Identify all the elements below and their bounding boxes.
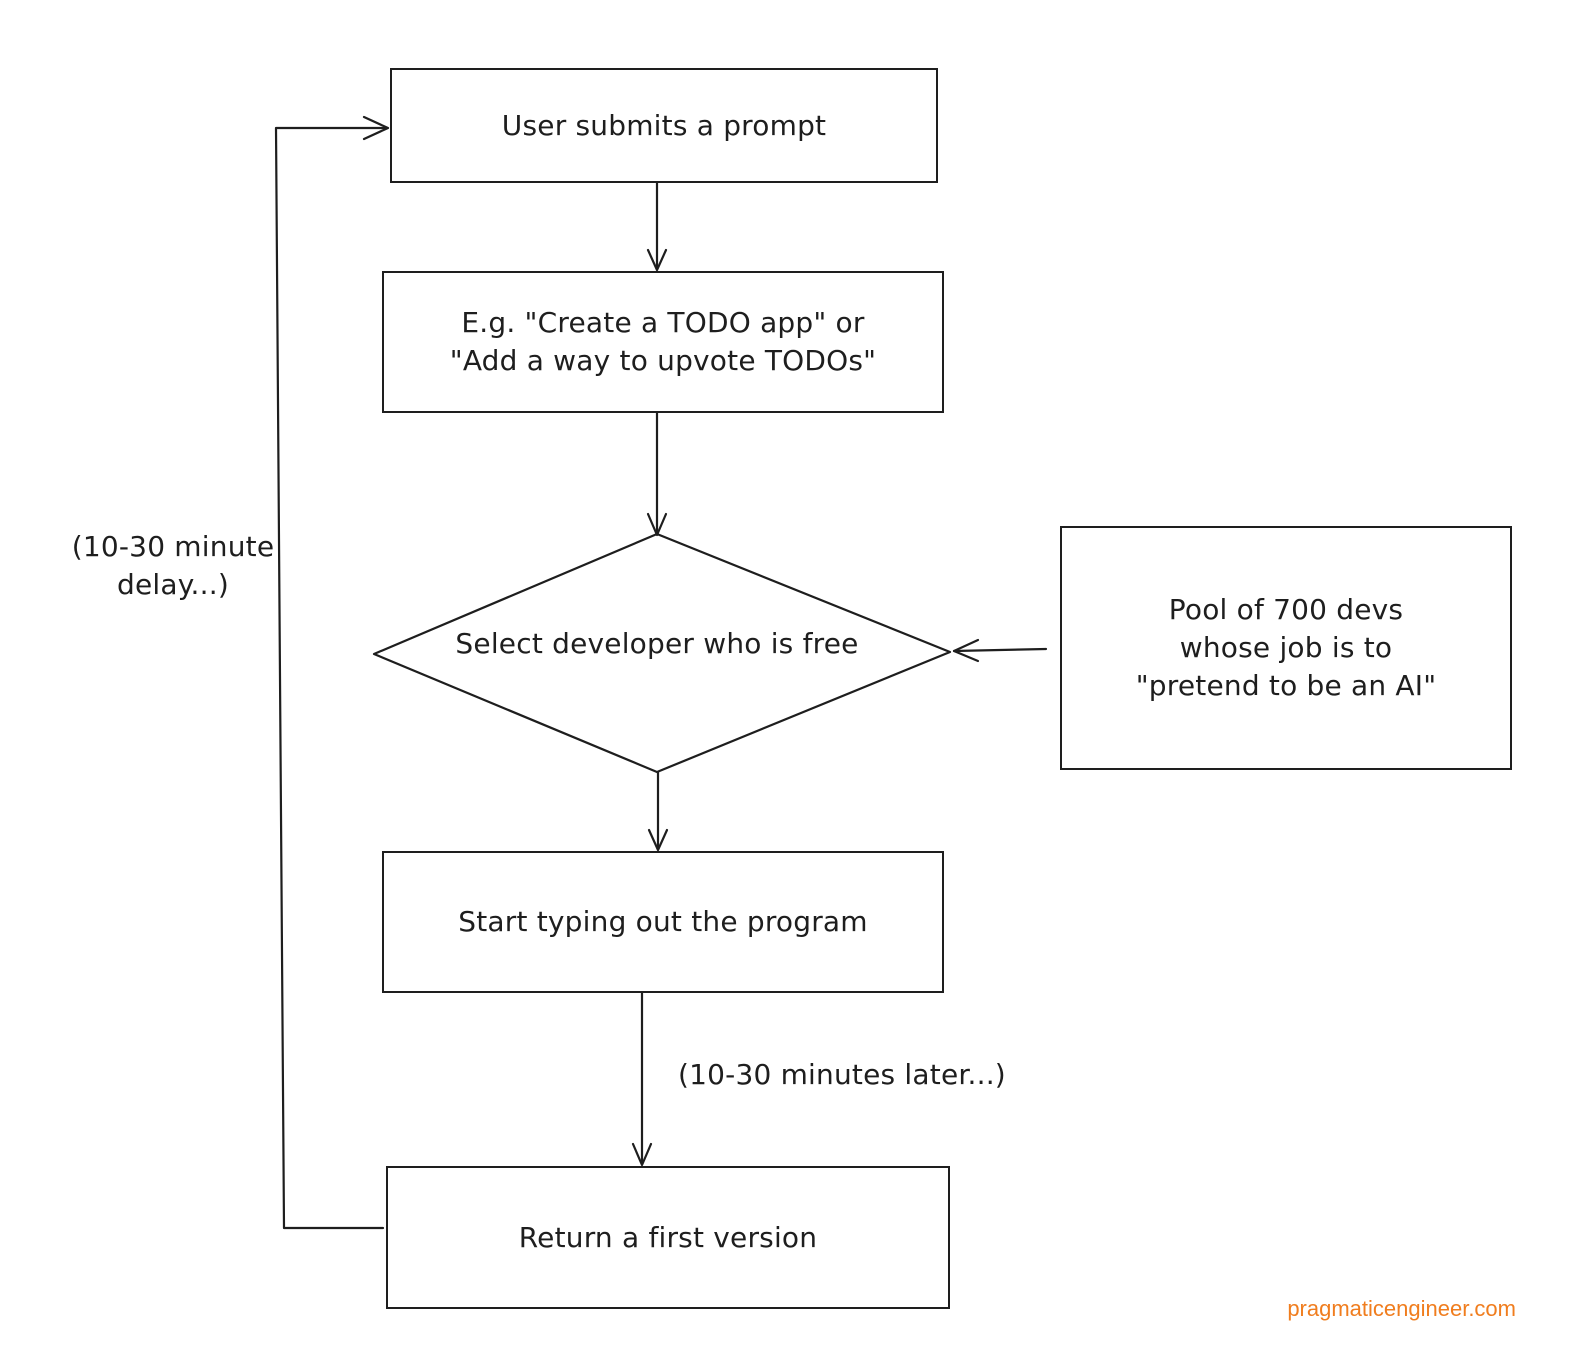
- node-label: Return a first version: [518, 1220, 818, 1254]
- node-label: Start typing out the program: [458, 905, 868, 938]
- decision-select-developer-label: Select developer who is free: [455, 627, 859, 660]
- node-label: E.g. "Create a TODO app" or "Add a way t…: [449, 306, 877, 377]
- arrow-loop-back: [274, 126, 389, 1230]
- node-label: User submits a prompt: [501, 108, 827, 142]
- watermark: pragmaticengineer.com: [1287, 1296, 1516, 1321]
- arrowhead-pool: [952, 638, 980, 663]
- node-start-typing: Start typing out the program: [382, 851, 944, 993]
- node-pool-of-devs: Pool of 700 devs whose job is to "preten…: [1060, 526, 1512, 770]
- node-example-prompts: E.g. "Create a TODO app" or "Add a way t…: [382, 271, 944, 413]
- arrowhead-return: [631, 1142, 653, 1167]
- arrowhead-example: [646, 248, 668, 272]
- loop-delay-label: (10-30 minute delay...): [71, 530, 275, 601]
- arrowhead-loop: [362, 115, 390, 141]
- arrowhead-typing: [647, 828, 669, 852]
- node-label: Pool of 700 devs whose job is to "preten…: [1135, 593, 1437, 702]
- node-user-submits-prompt: User submits a prompt: [390, 68, 938, 183]
- node-return-first-version: Return a first version: [386, 1166, 950, 1309]
- arrow-pool-to-decision: [952, 647, 1048, 653]
- minutes-later-label: (10-30 minutes later...): [678, 1058, 1006, 1091]
